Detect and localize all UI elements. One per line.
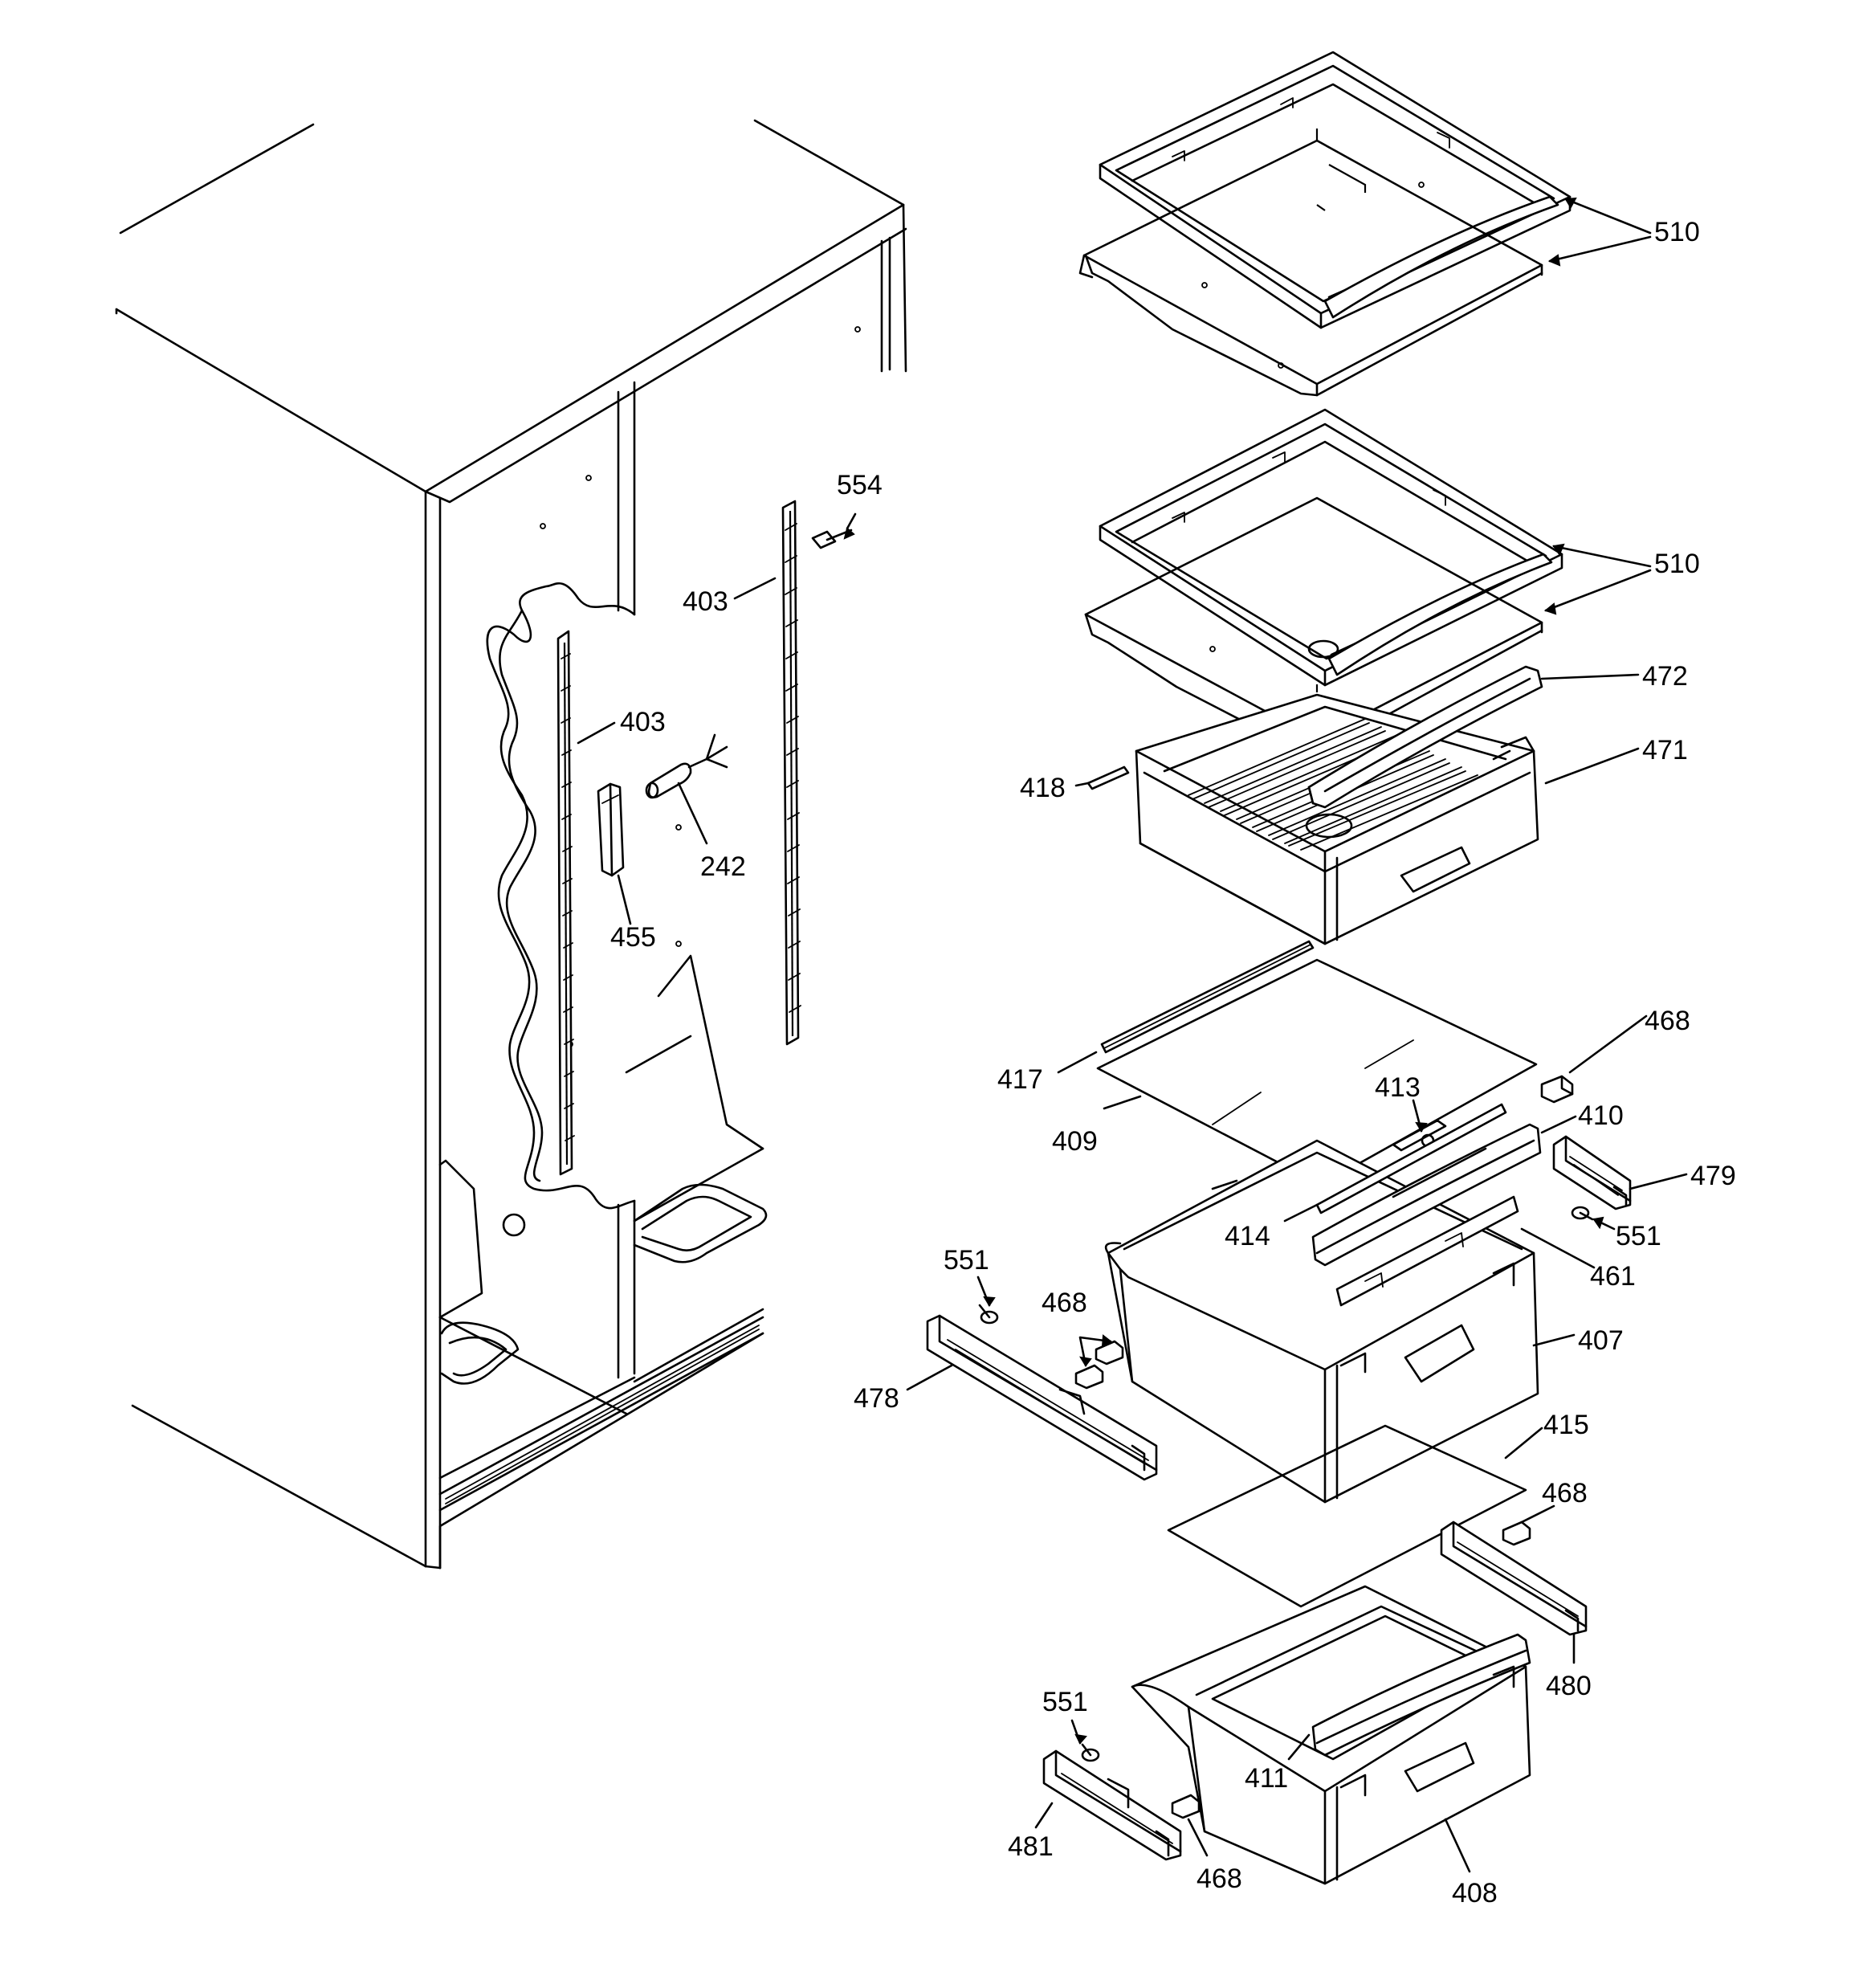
callout-417: 417: [997, 1064, 1043, 1095]
callout-415: 415: [1543, 1410, 1589, 1440]
callout-510-second: 510: [1654, 549, 1700, 579]
pin-418: [1086, 765, 1130, 790]
callout-418: 418: [1020, 773, 1066, 803]
callout-468-mid: 468: [1542, 1478, 1588, 1508]
deli-cover-472: [1307, 665, 1543, 809]
callout-411: 411: [1245, 1763, 1288, 1794]
callout-403-left: 403: [620, 707, 666, 737]
callout-471: 471: [1642, 735, 1688, 765]
callout-414: 414: [1225, 1221, 1270, 1251]
callout-413: 413: [1375, 1072, 1421, 1103]
crisper-drawer-407: [1104, 1139, 1539, 1504]
leader-lines: [577, 197, 1688, 1873]
callout-408: 408: [1452, 1878, 1498, 1908]
screw-551-left: [978, 1304, 999, 1325]
humidity-control-461: [1335, 1195, 1519, 1307]
callout-551-right: 551: [1616, 1221, 1661, 1251]
stop-468-top: [1540, 1075, 1574, 1104]
callout-407: 407: [1578, 1325, 1624, 1356]
drawer-slide-481: [1042, 1749, 1182, 1861]
callout-554: 554: [837, 470, 883, 500]
shelf-510-second: [1084, 408, 1563, 767]
crisper-cover-410: [1311, 1123, 1542, 1267]
callout-455: 455: [610, 922, 656, 953]
callout-242: 242: [700, 851, 746, 882]
drawer-slide-479: [1552, 1135, 1632, 1210]
screw-551-right: [1571, 1206, 1594, 1221]
thermistor-242: [645, 733, 728, 799]
callout-468-bottom: 468: [1196, 1863, 1242, 1894]
callout-403-right: 403: [683, 586, 728, 617]
callout-410: 410: [1578, 1100, 1624, 1131]
callout-510-top: 510: [1654, 217, 1700, 247]
callout-461: 461: [1590, 1261, 1636, 1292]
callout-551-left: 551: [944, 1245, 989, 1276]
drawer-slide-478: [926, 1314, 1158, 1481]
bottom-drawer-408: [1131, 1585, 1531, 1885]
glass-409: [1096, 958, 1538, 1186]
screw-551-bottom: [1081, 1743, 1100, 1762]
callout-478: 478: [854, 1383, 899, 1414]
callout-480: 480: [1546, 1671, 1592, 1701]
callout-409: 409: [1052, 1126, 1098, 1157]
shelf-rail-403-right: [781, 500, 801, 1046]
callout-481: 481: [1008, 1831, 1054, 1862]
bracket-455: [597, 782, 625, 877]
shelf-510-top: [1078, 51, 1572, 397]
stop-468-bottom: [1171, 1794, 1201, 1819]
drawer-slide-480: [1440, 1521, 1588, 1636]
stop-468-mid: [1502, 1521, 1531, 1546]
screw-554: [811, 529, 853, 549]
bracket-414: [1315, 1103, 1507, 1214]
callout-labels: 510 510 472 471 418 554 403 403 242 455 …: [610, 217, 1736, 1908]
glass-415: [1167, 1424, 1527, 1608]
refrigerator-cabinet: [115, 119, 907, 1570]
shelf-rail-403-left: [556, 630, 575, 1176]
callout-468-top: 468: [1645, 1006, 1690, 1036]
callout-468-pair: 468: [1042, 1288, 1087, 1318]
callout-551-bottom: 551: [1042, 1687, 1088, 1717]
deli-drawer-471: [1135, 693, 1539, 945]
callout-479: 479: [1690, 1161, 1736, 1191]
rail-417: [1100, 940, 1315, 1054]
callout-472: 472: [1642, 661, 1688, 692]
